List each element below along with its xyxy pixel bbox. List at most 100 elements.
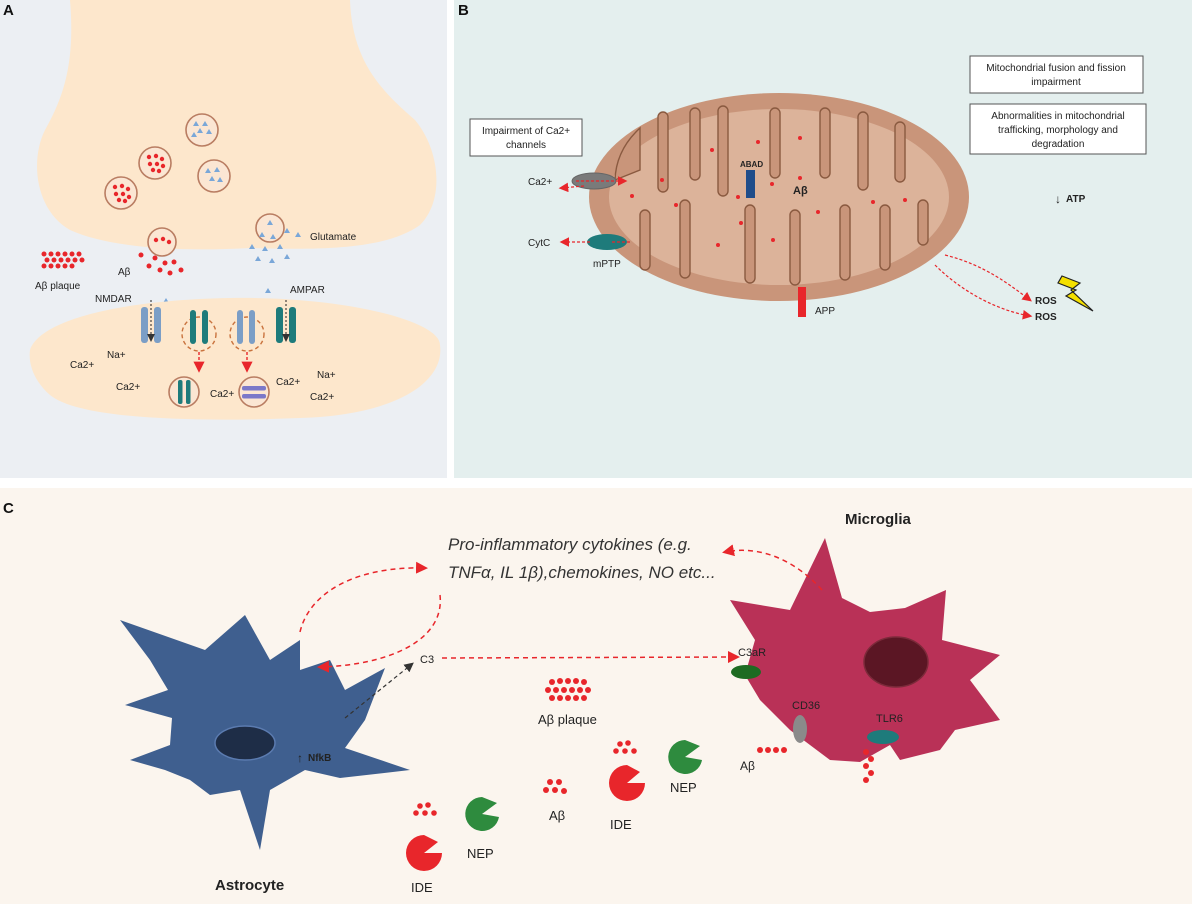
abeta-dots-ide2	[413, 802, 437, 816]
ampar-receptor	[276, 300, 296, 343]
ampar-label: AMPAR	[290, 285, 325, 296]
ca-label-4: Ca2+	[276, 377, 300, 388]
panel-b: B ABAD	[454, 0, 1192, 478]
internalizing-ampar	[181, 310, 217, 373]
nep-label-1: NEP	[670, 780, 697, 795]
postsynaptic-terminal	[29, 297, 441, 420]
c3-to-c3ar-arrow	[441, 651, 740, 664]
mptp-label: mPTP	[593, 259, 621, 270]
calcium-efflux-arrow	[558, 182, 585, 193]
ide-enzyme-1	[609, 765, 645, 801]
nep-enzyme-2	[465, 797, 499, 831]
abeta-label-c1: Aβ	[740, 759, 755, 773]
na-label-1: Na+	[107, 350, 126, 361]
trafficking-line3: degradation	[1032, 139, 1085, 150]
c3-label: C3	[420, 654, 434, 666]
ca-label-3: Ca2+	[210, 389, 234, 400]
ca-impairment-line1: Impairment of Ca2+	[482, 126, 570, 137]
astrocyte-to-cytokines-arrow	[299, 561, 428, 633]
vesicles	[104, 113, 285, 257]
ca-label-1: Ca2+	[70, 360, 94, 371]
ros-arrow-2	[934, 264, 1033, 320]
c3ar-label: C3aR	[738, 647, 766, 659]
cd36-label: CD36	[792, 700, 820, 712]
panel-a: A	[0, 0, 447, 478]
microglia-nucleus	[863, 636, 929, 688]
glutamate-symbols	[191, 121, 212, 137]
cytokines-to-astrocyte-arrow	[317, 594, 441, 673]
cytokines-line2: TNFα, IL 1β),chemokines, NO etc...	[448, 563, 716, 582]
na-label-2: Na+	[317, 370, 336, 381]
microglia-label: Microglia	[845, 511, 912, 528]
ide-label-1: IDE	[610, 817, 632, 832]
abeta-plaque-label-c: Aβ plaque	[538, 712, 597, 727]
nmdar-receptor	[141, 300, 161, 343]
glutamate-label: Glutamate	[310, 232, 357, 243]
abeta-label-c2: Aβ	[549, 808, 565, 823]
abeta-label-b: Aβ	[793, 185, 808, 197]
ca-label-2: Ca2+	[116, 382, 140, 393]
abeta-plaque-label: Aβ plaque	[35, 281, 81, 292]
abeta-dots-ide1	[613, 740, 637, 754]
ca-label-5: Ca2+	[310, 392, 334, 403]
cristae	[614, 105, 929, 286]
abeta-chain-tlr6	[863, 749, 874, 783]
fusion-fission-box	[969, 55, 1144, 94]
presynaptic-terminal	[37, 0, 437, 250]
ide-label-2: IDE	[411, 880, 433, 895]
fusion-fission-line1: Mitochondrial fusion and fission	[986, 63, 1126, 74]
tlr6-receptor	[867, 730, 899, 744]
ca-impairment-line2: channels	[506, 140, 546, 151]
abeta-dots-in-vesicles	[112, 153, 166, 204]
panel-b-letter: B	[458, 2, 469, 19]
cd36-receptor	[793, 715, 807, 743]
fusion-fission-line2: impairment	[1031, 77, 1081, 88]
abeta-cluster	[543, 779, 567, 794]
abad-label: ABAD	[740, 160, 763, 169]
nep-label-2: NEP	[467, 846, 494, 861]
endosome-ampar	[168, 376, 200, 408]
app-label: APP	[815, 306, 835, 317]
glutamate-vesicle	[197, 159, 231, 193]
released-abeta	[138, 236, 184, 276]
microglia-cell	[730, 538, 1000, 762]
ide-enzyme-2	[406, 835, 442, 871]
ros-label-1: ROS	[1035, 296, 1057, 307]
atp-arrow: ↓	[1055, 192, 1061, 206]
ca-label-b: Ca2+	[528, 177, 552, 188]
abeta-plaque-c	[545, 678, 591, 701]
cytc-label: CytC	[528, 238, 550, 249]
microglia-to-cytokines-arrow	[722, 544, 823, 591]
mptp-pore	[587, 234, 627, 250]
panel-a-letter: A	[3, 2, 14, 19]
ros-arrow-1	[944, 254, 1032, 302]
trafficking-box	[969, 103, 1147, 155]
cytokines-line1: Pro-inflammatory cytokines (e.g.	[448, 535, 692, 554]
trafficking-line1: Abnormalities in mitochondrial	[991, 111, 1124, 122]
tlr6-label: TLR6	[876, 713, 903, 725]
ca-impairment-box	[469, 118, 583, 157]
astrocyte-label: Astrocyte	[215, 877, 284, 894]
glutamate-vesicle	[185, 113, 219, 147]
abeta-chain-cd36	[757, 747, 787, 753]
lightning-icon	[1057, 275, 1094, 312]
abeta-vesicle	[138, 146, 172, 180]
abeta-vesicle	[104, 176, 138, 210]
ros-label-2: ROS	[1035, 312, 1057, 323]
nfkb-label: NfkB	[308, 753, 331, 764]
panel-c: C ↑ NfkB Astrocyte Microglia C3aR CD36 T…	[0, 488, 1192, 904]
c3ar-receptor	[731, 665, 761, 679]
abeta-dots-in-mitochondrion	[630, 136, 907, 247]
nmdar-label: NMDAR	[95, 294, 132, 305]
atp-label: ATP	[1066, 194, 1086, 205]
astrocyte-nucleus	[214, 725, 276, 761]
nep-enzyme-1	[668, 740, 702, 774]
fusing-vesicle	[147, 227, 177, 257]
fusing-vesicle	[255, 213, 285, 243]
abeta-label: Aβ	[118, 267, 131, 278]
panel-c-letter: C	[3, 500, 14, 517]
trafficking-line2: trafficking, morphology and	[998, 125, 1118, 136]
internalizing-nmdar	[229, 310, 265, 373]
nfkb-to-c3-arrow	[344, 662, 414, 719]
